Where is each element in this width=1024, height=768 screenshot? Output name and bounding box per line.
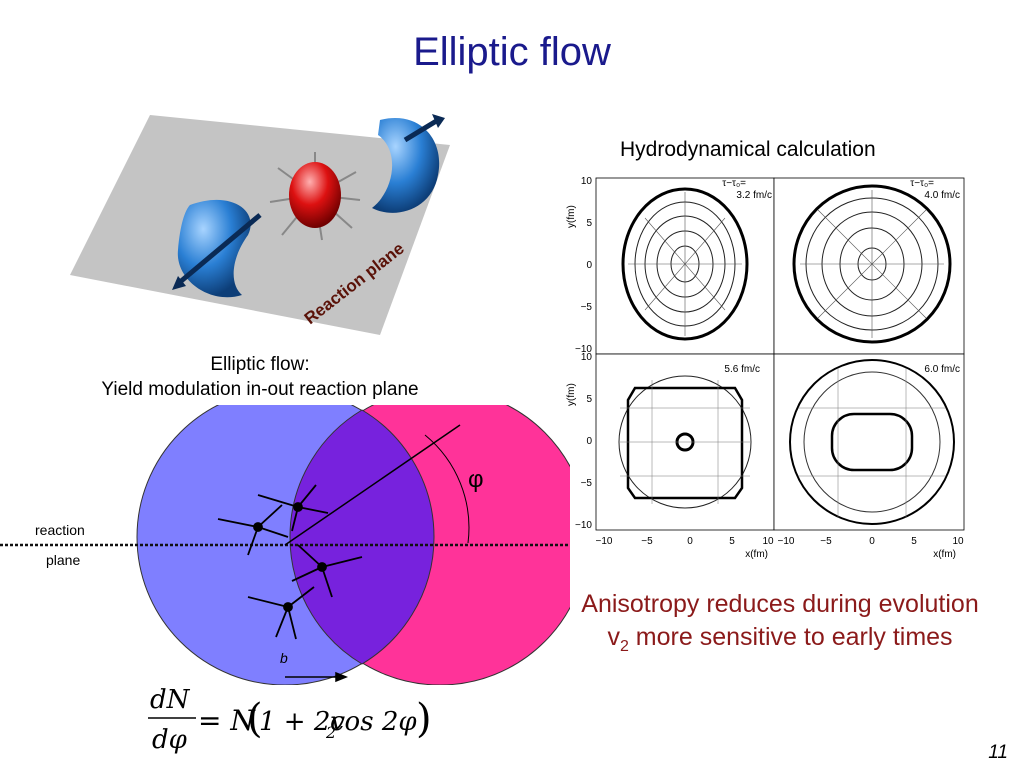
elliptic-flow-caption: Elliptic flow: Yield modulation in-out r… — [40, 352, 480, 402]
y-axis-label-bottom: y(fm) — [566, 383, 577, 406]
x-tick: −5 — [641, 536, 653, 547]
panel4-time-line2: 6.0 fm/c — [924, 364, 960, 375]
formula-rhs-body: 1 + 2v — [259, 707, 345, 737]
x-tick: 5 — [729, 536, 735, 547]
overlap-region — [289, 409, 435, 665]
x-tick: −5 — [820, 536, 832, 547]
anisotropy-line2-rest: more sensitive to early times — [628, 623, 953, 651]
formula-rhs-tail: cos 2φ — [330, 707, 417, 737]
v-subscript: 2 — [619, 638, 629, 655]
y-tick: 10 — [581, 176, 593, 187]
anisotropy-line1: Anisotropy reduces during evolution — [581, 590, 979, 618]
x-tick: −10 — [778, 536, 795, 547]
phi-direction-line — [284, 424, 461, 546]
y-tick: 0 — [586, 436, 592, 447]
y-tick: 5 — [586, 394, 592, 405]
x-tick: 10 — [952, 536, 964, 547]
caption-line1: Elliptic flow: — [210, 354, 310, 375]
y-tick: −10 — [575, 344, 592, 355]
impact-arrow — [285, 671, 349, 683]
y-tick: −10 — [575, 520, 592, 531]
hydro-panel-4: 6.0 fm/c — [773, 353, 965, 531]
x-tick: −10 — [596, 536, 613, 547]
formula-open-paren: ( — [247, 696, 263, 742]
reaction-plane-illustration: Reaction plane — [70, 114, 450, 335]
formula-numerator: dN — [150, 685, 191, 715]
x-tick: 0 — [869, 536, 875, 547]
formula-rhs-prefix: = N — [198, 704, 256, 737]
right-nucleus-blob — [372, 114, 445, 213]
x-tick: 10 — [762, 536, 774, 547]
particle-showers — [217, 484, 363, 640]
y-tick: −5 — [581, 478, 593, 489]
panel2-time-line2: 4.0 fm/c — [924, 190, 960, 201]
y-tick: 0 — [586, 260, 592, 271]
y-tick: −5 — [581, 302, 593, 313]
y-axis-label-top: y(fm) — [566, 205, 577, 228]
hydro-plot: τ−τ₀= 3.2 fm/c τ−τ₀= 4.0 fm/c — [566, 176, 965, 560]
caption-line2: Yield modulation in-out reaction plane — [101, 379, 419, 400]
formula-denominator: dφ — [152, 725, 188, 755]
panel3-time-line2: 5.6 fm/c — [724, 364, 760, 375]
panel1-time-line2: 3.2 fm/c — [736, 190, 772, 201]
page-number: 11 — [988, 742, 1008, 763]
v-symbol: v — [607, 623, 620, 651]
phi-arc — [424, 434, 470, 544]
y-tick: 5 — [586, 218, 592, 229]
plane-label-2: plane — [46, 552, 80, 568]
reaction-plane-surface — [70, 115, 450, 335]
anisotropy-line2: v2 more sensitive to early times — [540, 621, 1020, 663]
x-axis-label-left: x(fm) — [745, 549, 768, 560]
anisotropy-note: Anisotropy reduces during evolution v2 m… — [540, 588, 1020, 663]
panel2-time-line1: τ−τ₀= — [910, 178, 934, 189]
hydro-label: Hydrodynamical calculation — [620, 138, 876, 161]
x-tick: 0 — [687, 536, 693, 547]
phi-label: φ — [468, 466, 484, 493]
x-tick: 5 — [911, 536, 917, 547]
y-tick: 10 — [581, 352, 593, 363]
formula: dN dφ = N ( 1 + 2v 2 cos 2φ ) — [148, 685, 432, 755]
left-nucleus-blob — [172, 199, 262, 298]
formula-rhs-sub: 2 — [325, 723, 336, 742]
impact-parameter-label: b — [280, 650, 288, 666]
hydro-panel-1: τ−τ₀= 3.2 fm/c — [595, 177, 775, 355]
hydro-panel-2: τ−τ₀= 4.0 fm/c — [773, 177, 965, 355]
x-axis-label-right: x(fm) — [933, 549, 956, 560]
reaction-label: reaction — [35, 522, 85, 538]
panel1-time-line1: τ−τ₀= — [722, 178, 746, 189]
formula-close-paren: ) — [416, 696, 432, 742]
slide-title: Elliptic flow — [413, 30, 611, 74]
hydro-panel-3: 5.6 fm/c — [595, 353, 775, 531]
fireball — [269, 152, 361, 241]
overlap-diagram: φ reaction plane b — [0, 405, 570, 685]
